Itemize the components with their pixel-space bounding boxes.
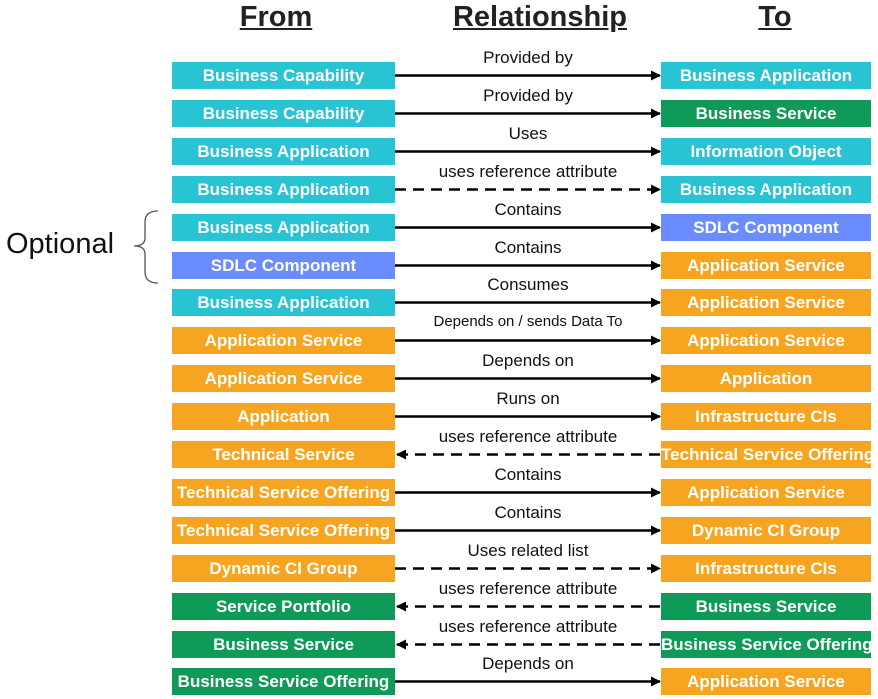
to-box: Application Service	[661, 668, 871, 695]
optional-bracket	[133, 210, 159, 284]
relationship-label: Depends on	[482, 350, 574, 370]
relationship-label: Consumes	[487, 274, 569, 294]
from-box: Technical Service Offering	[172, 479, 395, 506]
to-box: Business Service	[661, 100, 871, 127]
relationship-label: uses reference attribute	[438, 578, 618, 598]
relationship-label: Provided by	[483, 85, 573, 105]
relationship-label: Contains	[494, 464, 562, 484]
header-relationship: Relationship	[452, 1, 627, 33]
to-box: SDLC Component	[661, 214, 871, 241]
from-box: Business Capability	[172, 62, 395, 89]
relationship-label: Contains	[494, 199, 562, 219]
to-box: Application Service	[661, 289, 871, 316]
relationship-label: Contains	[494, 502, 562, 522]
from-box: Application	[172, 403, 395, 430]
to-box: Business Service Offering	[661, 631, 871, 658]
from-box: SDLC Component	[172, 252, 395, 279]
to-box: Infrastructure CIs	[661, 555, 871, 582]
to-box: Business Service	[661, 593, 871, 620]
from-box: Business Service Offering	[172, 668, 395, 695]
from-box: Business Application	[172, 214, 395, 241]
relationship-label: Depends on / sends Data To	[433, 312, 623, 330]
relationship-label: Uses	[508, 123, 548, 143]
relationship-label: uses reference attribute	[438, 616, 618, 636]
from-box: Business Capability	[172, 100, 395, 127]
from-box: Business Service	[172, 631, 395, 658]
from-box: Business Application	[172, 289, 395, 316]
header-to: To	[758, 1, 792, 33]
relationship-label: Uses related list	[467, 540, 589, 560]
relationship-label: Depends on	[482, 653, 574, 673]
from-box: Service Portfolio	[172, 593, 395, 620]
relationship-label: Provided by	[483, 47, 573, 67]
optional-label: Optional	[6, 228, 115, 260]
from-box: Dynamic CI Group	[172, 555, 395, 582]
to-box: Application Service	[661, 327, 871, 354]
to-box: Technical Service Offering	[661, 441, 871, 468]
from-box: Technical Service	[172, 441, 395, 468]
to-box: Information Object	[661, 138, 871, 165]
from-box: Business Application	[172, 138, 395, 165]
to-box: Application	[661, 365, 871, 392]
relationship-label: Contains	[494, 237, 562, 257]
to-box: Business Application	[661, 176, 871, 203]
to-box: Application Service	[661, 252, 871, 279]
header-from: From	[239, 1, 313, 33]
relationship-label: uses reference attribute	[438, 161, 618, 181]
relationship-label: uses reference attribute	[438, 426, 618, 446]
from-box: Business Application	[172, 176, 395, 203]
to-box: Application Service	[661, 479, 871, 506]
relationship-label: Runs on	[496, 388, 560, 408]
from-box: Application Service	[172, 365, 395, 392]
from-box: Application Service	[172, 327, 395, 354]
from-box: Technical Service Offering	[172, 517, 395, 544]
to-box: Infrastructure CIs	[661, 403, 871, 430]
to-box: Dynamic CI Group	[661, 517, 871, 544]
to-box: Business Application	[661, 62, 871, 89]
